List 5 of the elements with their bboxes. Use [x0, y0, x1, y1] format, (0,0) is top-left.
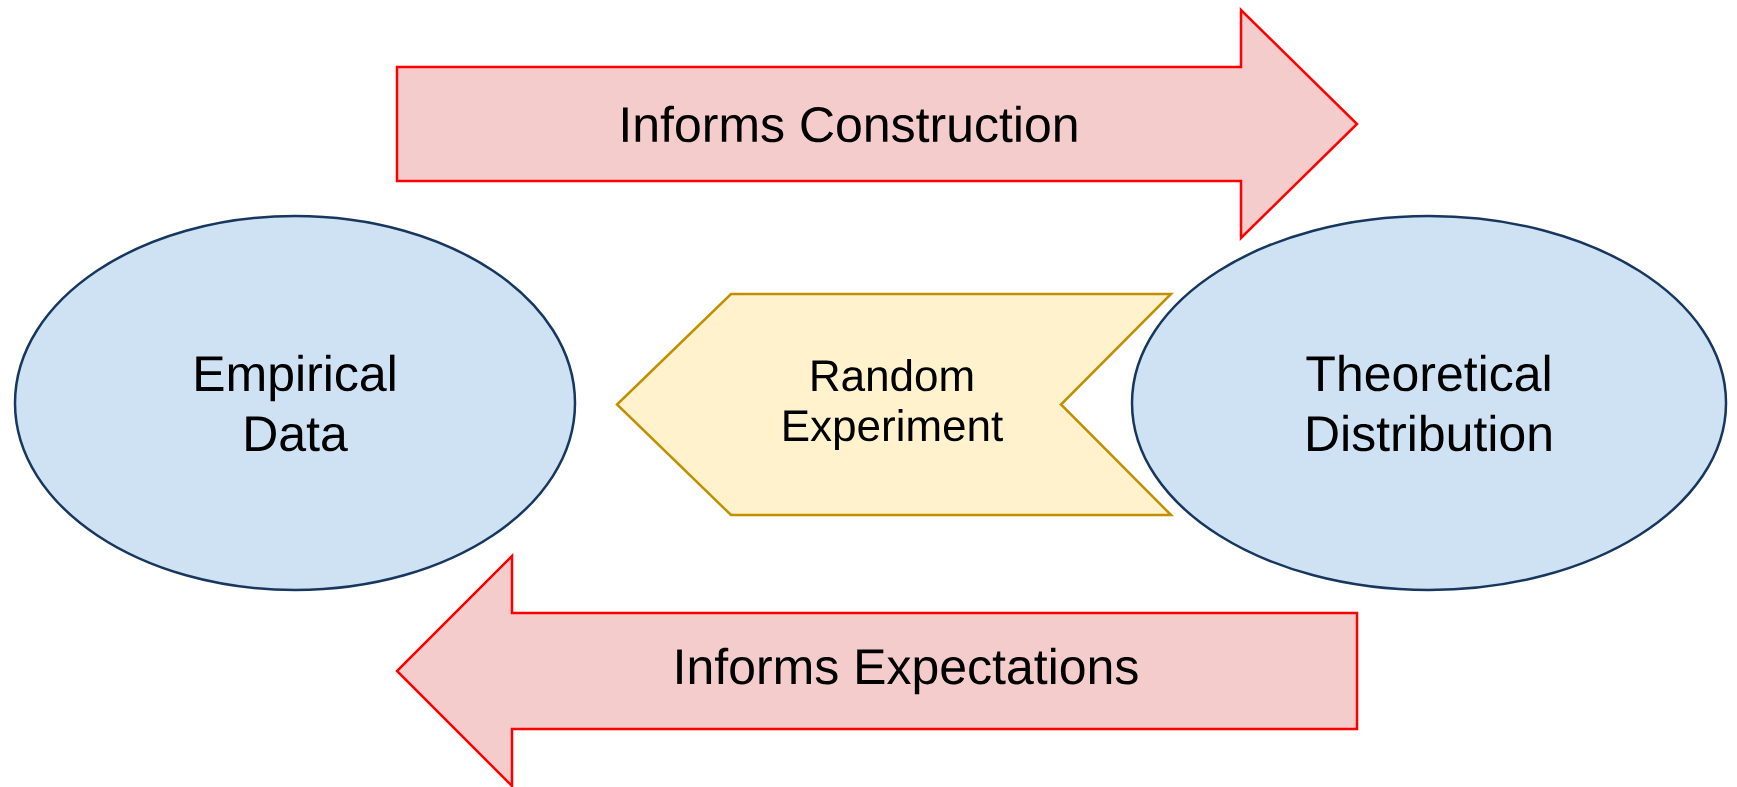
edge-label: Random Experiment [770, 357, 1014, 452]
edge-label: Informs Expectations [670, 645, 1142, 697]
edge-label: Informs Construction [616, 103, 1082, 145]
ellipse-node: Theoretical Distribution [1130, 214, 1728, 592]
ellipse-node: Empirical Data [13, 214, 577, 592]
